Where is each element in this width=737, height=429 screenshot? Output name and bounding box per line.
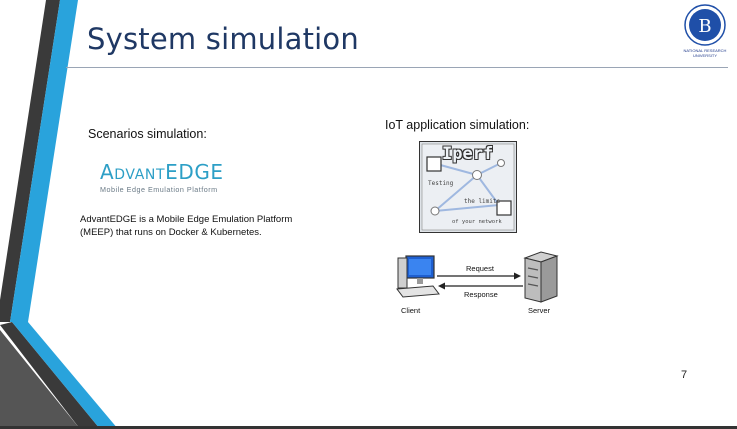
client-computer-icon (396, 255, 440, 298)
advantedge-name: AdvantEDGE (100, 160, 224, 184)
blue-stripe-top (10, 0, 78, 322)
response-arrow (438, 282, 523, 290)
iperf-text-line3: of your network (452, 219, 502, 225)
logo-caption-line2: UNIVERSITY (692, 53, 717, 58)
response-label: Response (464, 290, 498, 299)
dark-stripe-top (0, 0, 60, 322)
advantedge-tagline: Mobile Edge Emulation Platform (100, 185, 218, 194)
server-label: Server (528, 306, 551, 315)
logo-caption-line1: NATIONAL RESEARCH (683, 48, 727, 53)
dark-corner (0, 330, 80, 429)
logo-caption: NATIONAL RESEARCH UNIVERSITY (676, 48, 734, 58)
advantedge-logo: AdvantEDGE Mobile Edge Emulation Platfor… (100, 160, 224, 194)
logo-monogram: В (698, 16, 711, 37)
server-icon (523, 251, 559, 303)
slide-title: System simulation (87, 22, 359, 56)
client-label: Client (401, 306, 421, 315)
title-divider (66, 67, 728, 68)
client-server-diagram (396, 251, 559, 303)
advantedge-description: AdvantEDGE is a Mobile Edge Emulation Pl… (80, 214, 293, 238)
iperf-text-line2: the limits (464, 198, 501, 205)
request-arrow (437, 272, 521, 280)
bottom-border (0, 426, 737, 429)
blue-stripe-bottom (12, 322, 118, 429)
iperf-logo-image (419, 141, 517, 233)
iperf-text-line1: Testing (428, 180, 454, 187)
page-number: 7 (681, 369, 688, 381)
iot-heading: IoT application simulation: (385, 118, 530, 132)
iperf-word: Iperf (442, 144, 494, 164)
request-label: Request (466, 264, 494, 273)
university-logo: В (684, 4, 726, 46)
dark-stripe-bottom (0, 322, 100, 429)
scenarios-heading: Scenarios simulation: (88, 127, 207, 141)
